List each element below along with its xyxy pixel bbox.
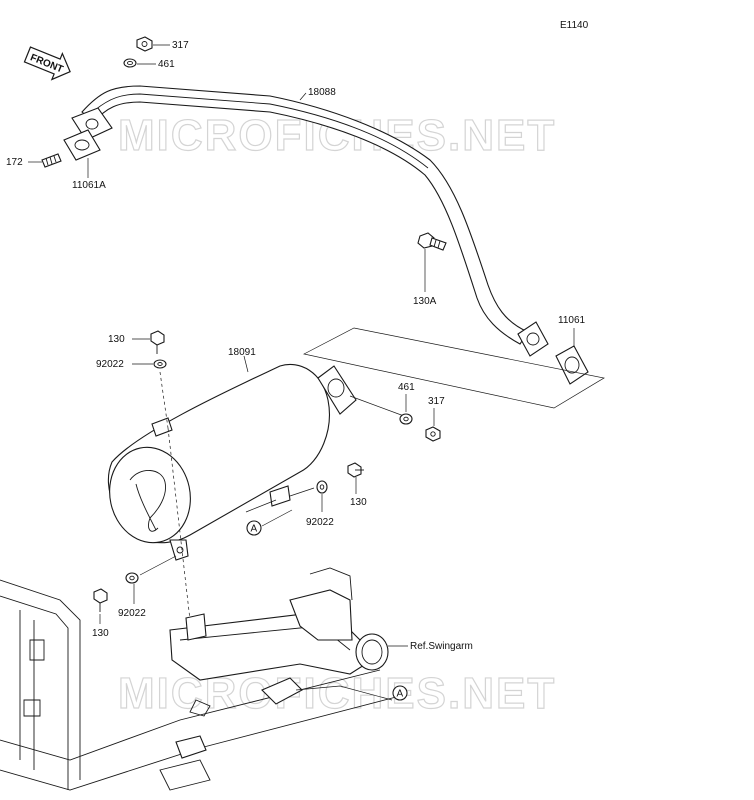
label-130-mid: 130: [350, 497, 367, 508]
washer-92022-left: [153, 359, 167, 369]
gasket-11061a: [63, 129, 101, 161]
washer-461-mid: [399, 413, 413, 425]
label-18091: 18091: [228, 347, 256, 358]
bolt-130a: [417, 232, 447, 251]
muffler-18091: [107, 364, 357, 561]
label-461-top: 461: [158, 59, 175, 70]
label-92022-mid: 92022: [306, 517, 334, 528]
ref-a-lower-marker: [392, 685, 408, 701]
front-arrow-icon: FRONT: [23, 46, 71, 81]
ref-a-lower: A: [397, 689, 404, 700]
gasket-11061: [555, 345, 589, 385]
label-11061a: 11061A: [72, 180, 106, 191]
swingarm-frame: [0, 567, 401, 791]
washer-92022-low: [125, 572, 139, 584]
nut-317-mid: [425, 426, 441, 442]
label-92022-left: 92022: [96, 359, 124, 370]
label-18088: 18088: [308, 87, 336, 98]
label-317-top: 317: [172, 40, 189, 51]
label-317-mid: 317: [428, 396, 445, 407]
label-130a: 130A: [413, 296, 437, 307]
watermark-bottom: MICROFICHES.NET: [118, 669, 556, 718]
ref-a-upper: A: [251, 524, 258, 535]
label-11061: 11061: [558, 315, 586, 326]
label-ref-swingarm: Ref.Swingarm: [410, 641, 473, 652]
diagram-code: E1140: [560, 20, 589, 31]
label-130-low: 130: [92, 628, 109, 639]
stud-172: [41, 153, 62, 168]
bolt-130-left: [150, 330, 165, 354]
ref-a-upper-marker: [246, 520, 262, 536]
washer-461-top: [123, 58, 137, 68]
bolt-130-mid: [347, 462, 364, 478]
label-130-left: 130: [108, 334, 125, 345]
bolt-130-low: [93, 588, 108, 612]
mount-plane: [302, 327, 605, 409]
washer-92022-mid: [316, 480, 328, 494]
label-461-mid: 461: [398, 382, 415, 393]
nut-317-top: [136, 36, 153, 52]
label-92022-low: 92022: [118, 608, 146, 619]
label-172: 172: [6, 157, 23, 168]
